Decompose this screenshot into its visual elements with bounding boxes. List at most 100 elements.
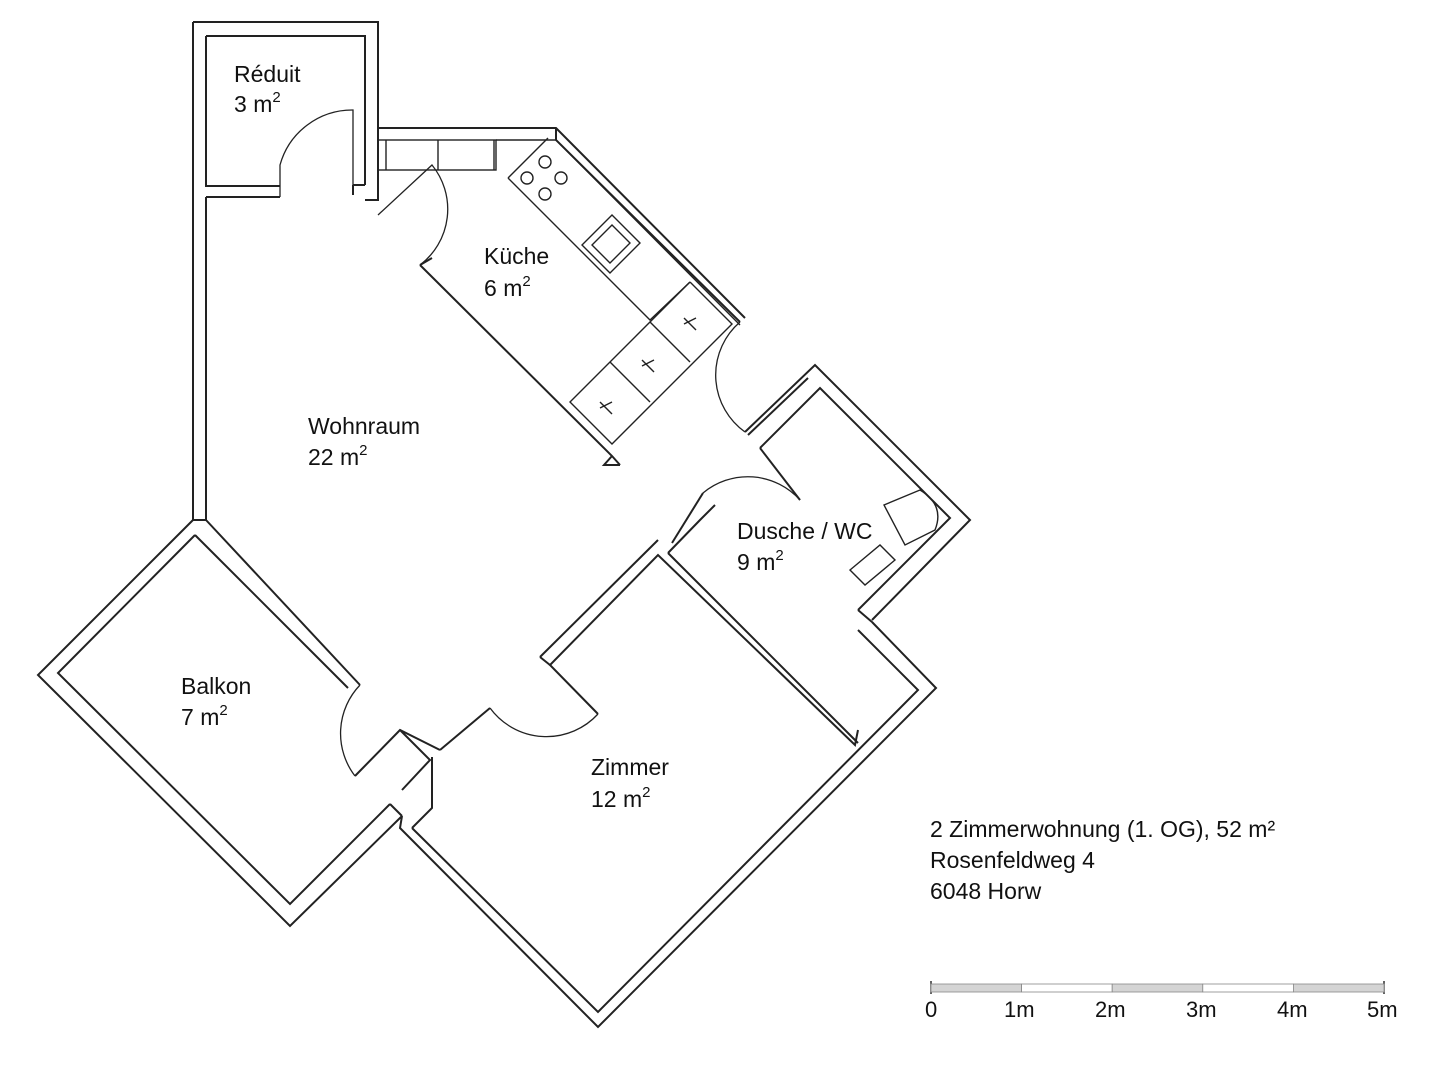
room-area-balkon: 7 m2	[181, 702, 228, 730]
area-value: 9	[737, 549, 750, 575]
cabinet-mark	[599, 401, 613, 409]
kitchen-sink	[581, 214, 641, 274]
cabinet-mark	[641, 359, 655, 367]
wall-balkon-door	[354, 728, 441, 777]
wall-reduit-inner	[206, 35, 366, 185]
wall-z-d	[671, 492, 704, 544]
room-area-reduit: 3 m2	[234, 89, 281, 117]
area-value: 6	[484, 275, 497, 301]
cabinet-mark	[641, 359, 655, 373]
wall-living-balkon2	[194, 534, 349, 689]
cabinet-mark	[683, 317, 697, 331]
door-zimmer	[489, 707, 599, 738]
wall-bath-outer	[744, 363, 972, 621]
wall-b-d	[399, 729, 432, 791]
wall-bath-b	[759, 447, 801, 501]
apartment-description: 2 Zimmerwohnung (1. OG), 52 m²	[930, 816, 1276, 842]
area-exp: 2	[359, 442, 367, 459]
stove-burner	[520, 171, 534, 185]
area-unit: m	[623, 786, 642, 812]
scale-segment	[1202, 983, 1294, 993]
outer-walls	[36, 21, 972, 1029]
cabinet-div	[609, 361, 651, 403]
wall-zimmer-outer	[398, 621, 938, 1029]
area-value: 12	[591, 786, 617, 812]
wall-z-a	[411, 757, 433, 829]
scale-label-3m: 3m	[1186, 997, 1217, 1022]
wall-living-balkon	[205, 519, 361, 686]
wash-basin	[848, 544, 897, 586]
scale-label-5m: 5m	[1367, 997, 1398, 1022]
scale-segment	[1111, 983, 1204, 993]
counter-line	[507, 137, 549, 179]
scale-segment	[1021, 983, 1113, 993]
wall-z-b	[439, 707, 491, 751]
room-name-balkon: Balkon	[181, 673, 251, 699]
cabinet-mark	[683, 317, 697, 325]
apartment-info: 2 Zimmerwohnung (1. OG), 52 m² Rosenfeld…	[930, 814, 1275, 907]
scale-bar: 0 1m 2m 3m 4m 5m	[925, 981, 1398, 1022]
doors	[279, 109, 801, 777]
area-unit: m	[503, 275, 522, 301]
room-area-wohnraum: 22 m2	[308, 442, 368, 470]
area-exp: 2	[775, 547, 783, 564]
area-value: 7	[181, 704, 194, 730]
cabinet-div	[649, 321, 691, 363]
scale-label-0: 0	[925, 997, 937, 1022]
room-name-dusche: Dusche / WC	[737, 518, 872, 544]
room-area-dusche: 9 m2	[737, 547, 784, 575]
wall-bath-a	[747, 377, 809, 436]
kitchen-fixtures	[377, 137, 741, 445]
address-city: 6048 Horw	[930, 878, 1042, 904]
wall-bath-c	[857, 609, 873, 623]
wall-z-f	[667, 552, 859, 744]
area-exp: 2	[272, 89, 280, 106]
room-name-wohnraum: Wohnraum	[308, 413, 420, 439]
room-area-zimmer: 12 m2	[591, 784, 651, 812]
toilet	[883, 489, 939, 546]
wall-z-c	[539, 656, 551, 666]
wall-balkon-outer	[36, 519, 403, 928]
counter-edge	[496, 139, 741, 326]
wall-zimmer-top2	[539, 539, 659, 658]
room-name-reduit: Réduit	[234, 61, 301, 87]
storage-cabinets	[569, 281, 733, 445]
wall-z-e	[667, 504, 716, 554]
area-exp: 2	[642, 784, 650, 801]
scale-label-2m: 2m	[1095, 997, 1126, 1022]
door-flur	[715, 321, 746, 433]
room-area-kueche: 6 m2	[484, 273, 531, 301]
wall-reduit-bottom	[205, 36, 280, 187]
address-street: Rosenfeldweg 4	[930, 847, 1095, 873]
wall-kitchen-corner	[365, 128, 379, 201]
scale-segment	[930, 983, 1022, 993]
area-unit: m	[340, 444, 359, 470]
scale-segment	[1293, 983, 1385, 993]
room-labels: Réduit 3 m2 Küche 6 m2 Wohnraum 22 m2 Du…	[181, 61, 872, 812]
area-value: 22	[308, 444, 334, 470]
scale-label-1m: 1m	[1004, 997, 1035, 1022]
door-reduit	[279, 109, 354, 197]
area-exp: 2	[522, 273, 530, 290]
kitchen-counter	[377, 139, 497, 171]
room-name-kueche: Küche	[484, 243, 549, 269]
area-unit: m	[756, 549, 775, 575]
area-exp: 2	[219, 702, 227, 719]
kitchen-sink-basin	[591, 224, 631, 264]
room-name-zimmer: Zimmer	[591, 754, 669, 780]
door-kueche	[377, 164, 449, 266]
stove-burner	[554, 171, 568, 185]
wall-zimmer-inner	[411, 629, 920, 1014]
stove-burner	[538, 187, 552, 201]
stove-burner	[538, 155, 552, 169]
door-balkon	[339, 684, 361, 777]
area-value: 3	[234, 91, 247, 117]
wall-b-c	[389, 803, 403, 817]
wall-k-b	[601, 455, 620, 466]
scale-label-4m: 4m	[1277, 997, 1308, 1022]
area-unit: m	[200, 704, 219, 730]
bathroom-fixtures	[848, 489, 939, 586]
cabinet-mark	[599, 401, 613, 415]
wall-bath-inner	[759, 386, 952, 611]
